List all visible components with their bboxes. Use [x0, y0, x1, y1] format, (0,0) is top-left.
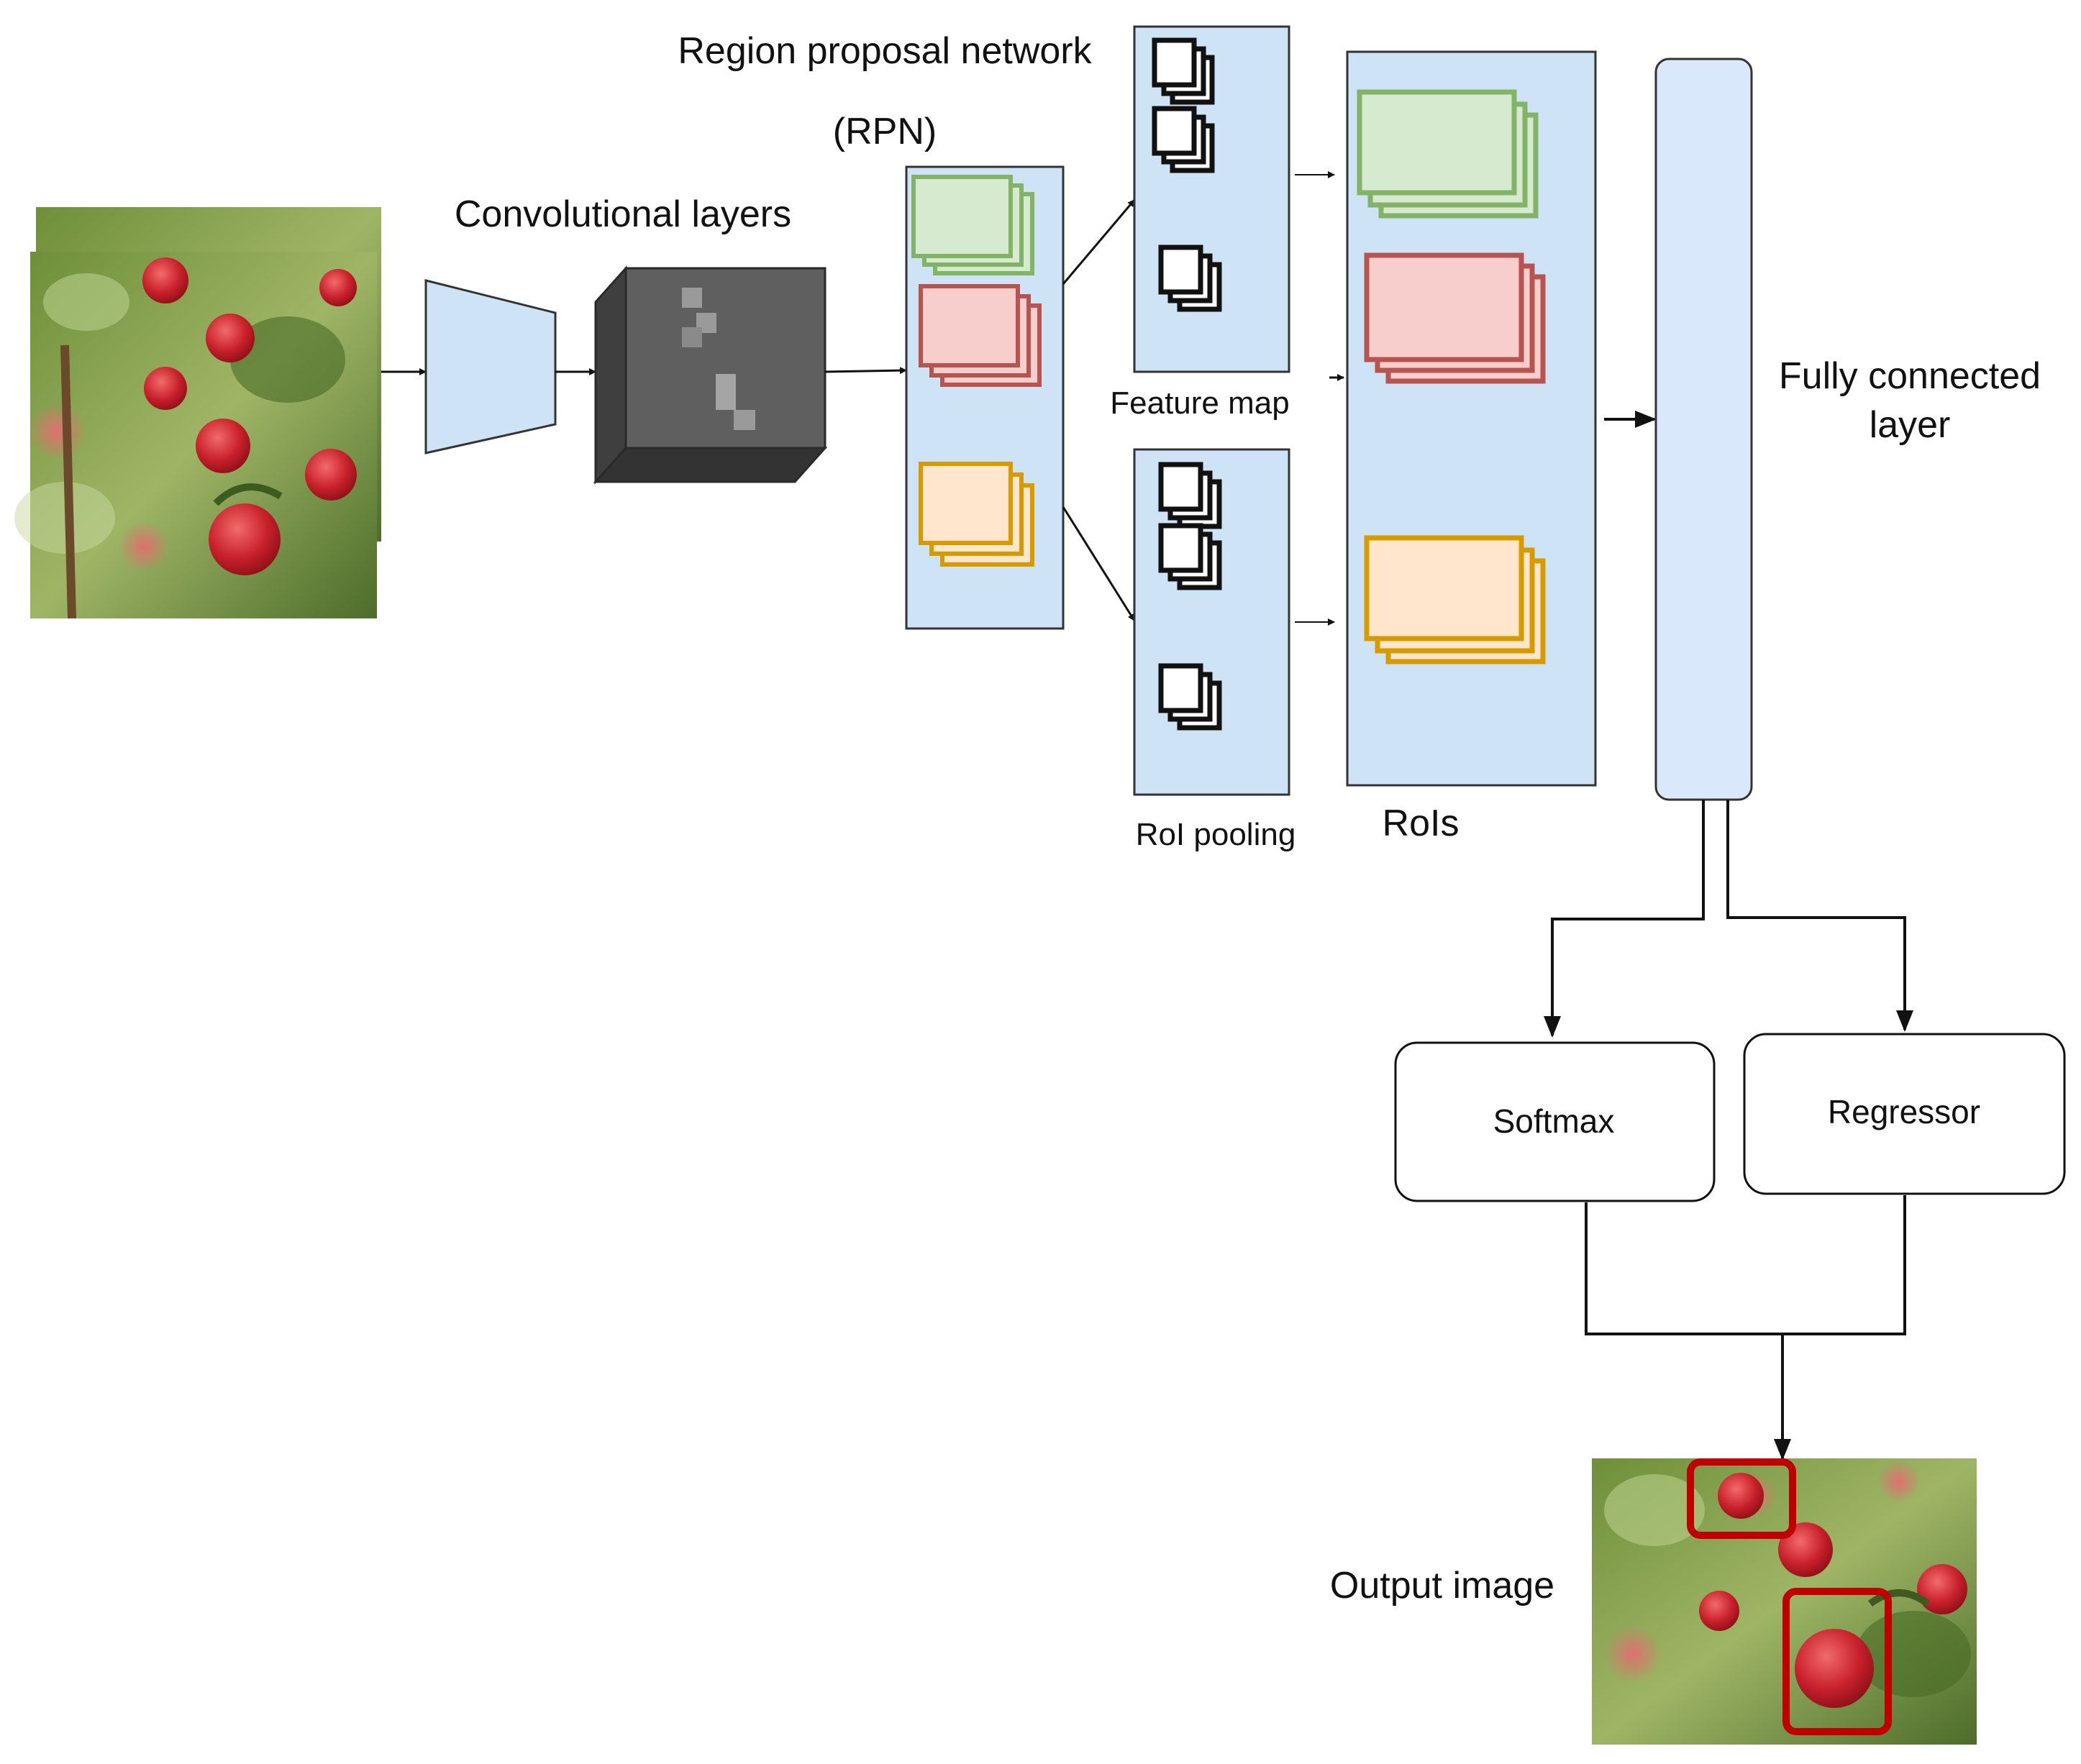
fc-label-line1: Fully connected: [1779, 355, 2041, 397]
conv-layers-label: Convolutional layers: [455, 193, 791, 235]
arrow-fc-to-softmax: [1544, 800, 1705, 1038]
rpn-panel: [905, 165, 1065, 630]
input-image-front: [14, 252, 377, 619]
rpn-label-line2: (RPN): [833, 111, 937, 152]
output-image: [1592, 1458, 1977, 1745]
stacked-squares-icon: [1152, 106, 1215, 173]
stacked-squares-icon: [1152, 37, 1215, 105]
softmax-box: Softmax: [1394, 1041, 1716, 1202]
roi-red-stack: [1364, 252, 1546, 384]
roi-pooling-label: RoI pooling: [1136, 817, 1296, 852]
feature-map-label: Feature map: [1110, 385, 1289, 421]
arrow-rpn-to-feature-map: [1062, 199, 1136, 285]
fc-label-line2: layer: [1870, 404, 1951, 446]
output-image-label: Output image: [1330, 1565, 1554, 1607]
fully-connected-layer: [1654, 58, 1753, 801]
feature-volume-cube-icon: [593, 265, 828, 485]
arrow-rpn-to-roi-pooling: [1062, 506, 1136, 621]
rpn-orange-anchors: [919, 462, 1034, 567]
rpn-red-anchors: [919, 284, 1042, 387]
trapezoid-encoder-icon: [424, 279, 557, 454]
stacked-squares-icon: [1158, 245, 1222, 312]
regressor-label: Regressor: [1828, 1093, 1980, 1130]
regressor-box: Regressor: [1743, 1033, 2066, 1195]
rois-label: RoIs: [1383, 803, 1460, 844]
stacked-squares-icon: [1158, 663, 1222, 731]
rpn-label-line1: Region proposal network: [678, 30, 1092, 72]
arrow-cube-to-rpn: [824, 367, 907, 375]
arrow-fc-to-regressor: [1726, 800, 1913, 1032]
roi-green-stack: [1357, 89, 1539, 219]
rois-panel: [1346, 50, 1597, 787]
input-image-stack: [14, 207, 381, 619]
detection-box: [1687, 1458, 1796, 1539]
merge-connector: [1585, 1195, 1906, 1335]
roi-orange-stack: [1364, 535, 1546, 664]
feature-map-panel: [1133, 25, 1290, 373]
rpn-green-anchors: [911, 175, 1034, 275]
stacked-squares-icon: [1158, 462, 1222, 529]
roi-pooling-panel: [1133, 448, 1290, 796]
softmax-label: Softmax: [1493, 1102, 1615, 1140]
stacked-squares-icon: [1158, 523, 1222, 590]
detection-box: [1782, 1588, 1892, 1735]
